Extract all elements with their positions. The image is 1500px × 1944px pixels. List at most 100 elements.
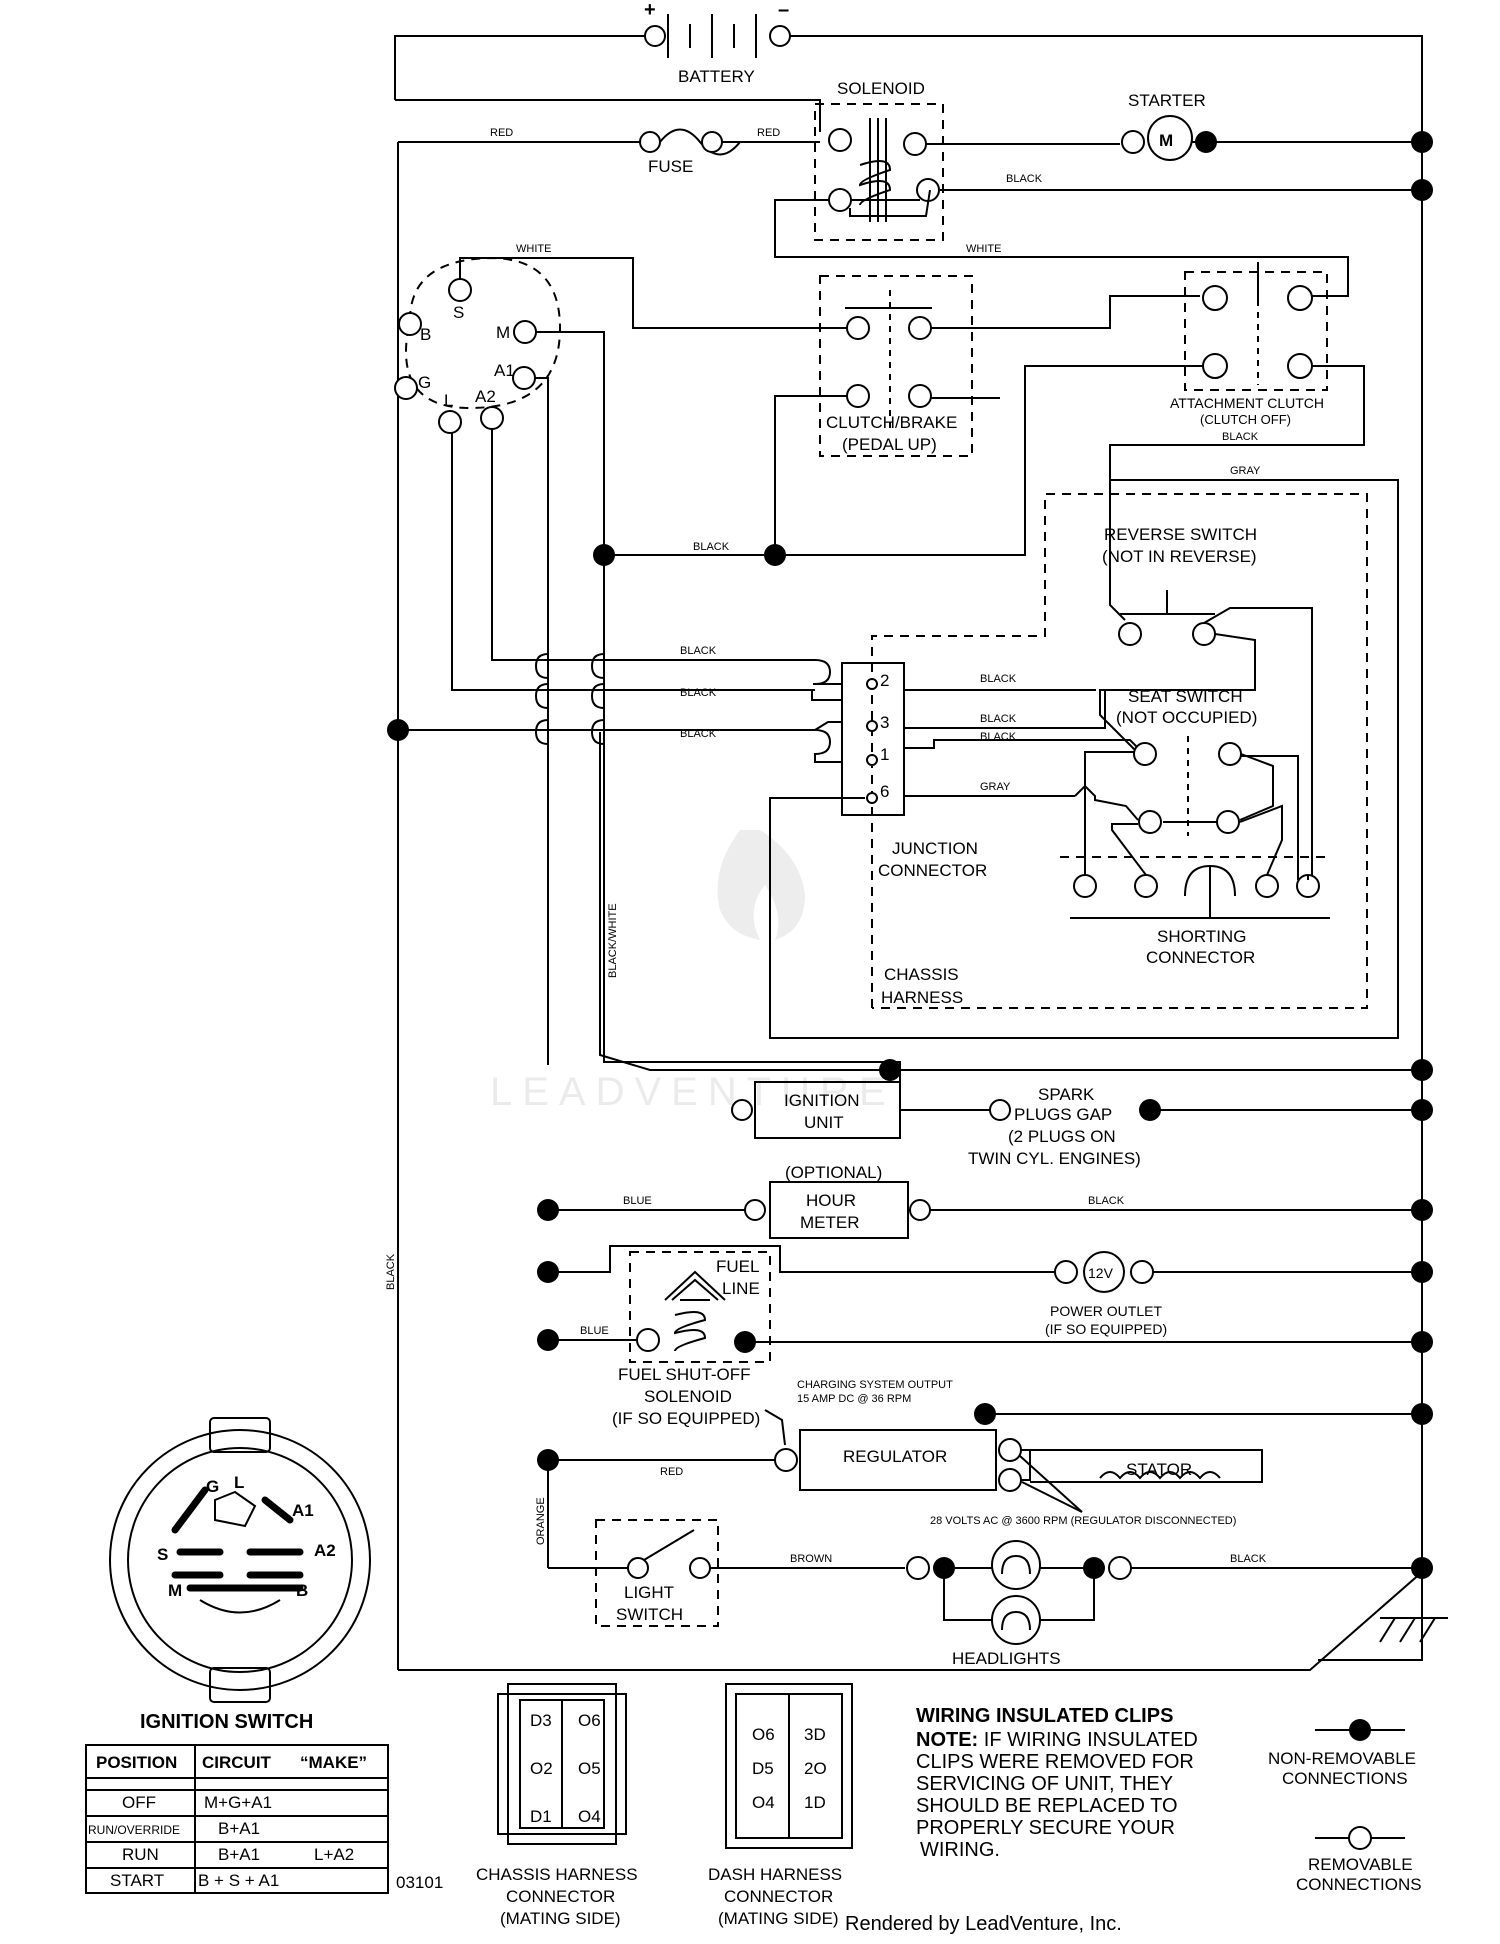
- wire-black-j3b: BLACK: [980, 713, 1017, 725]
- light-switch-sub: SWITCH: [616, 1605, 683, 1624]
- clutch-brake-label: CLUTCH/BRAKE: [826, 413, 957, 432]
- ign-terminal-b: B: [420, 325, 431, 344]
- clutch-brake-sub: (PEDAL UP): [842, 435, 937, 454]
- attachment-clutch-switch: BLACK ATTACHMENT CLUTCH (CLUTCH OFF): [775, 262, 1365, 621]
- junction-pin-3: 3: [880, 713, 889, 732]
- chassis-pin-4: O4: [578, 1807, 601, 1826]
- note-lead: NOTE:: [916, 1729, 978, 1751]
- wire-gray-label: GRAY: [1230, 465, 1261, 477]
- light-switch-label: LIGHT: [624, 1583, 674, 1602]
- ign-terminal-a2: A2: [475, 387, 496, 406]
- wire-brown: BROWN: [790, 1553, 832, 1565]
- icon-letter-l: L: [234, 1473, 244, 1492]
- hour-meter-sub: METER: [800, 1213, 860, 1232]
- shorting-label: SHORTING: [1157, 927, 1246, 946]
- table-header-circuit: CIRCUIT: [202, 1753, 272, 1772]
- fuse-label: FUSE: [648, 157, 693, 176]
- icon-letter-a2: A2: [314, 1541, 336, 1560]
- wire-black-j1b: BLACK: [980, 731, 1017, 743]
- note-line: PROPERLY SECURE YOUR: [916, 1817, 1175, 1839]
- wire-black-j3a: BLACK: [680, 687, 717, 699]
- ignition-switch-icon: G L A1 S A2 M B: [109, 1417, 371, 1703]
- chassis-conn-label: CHASSIS HARNESS: [476, 1865, 638, 1884]
- note-line: SHOULD BE REPLACED TO: [916, 1795, 1178, 1817]
- spark-note: (2 PLUGS ON: [1008, 1127, 1116, 1146]
- wire-black-j1a: BLACK: [680, 728, 717, 740]
- spark-label: SPARK: [1038, 1085, 1095, 1104]
- note-line: SERVICING OF UNIT, THEY: [916, 1773, 1173, 1795]
- wire-black-white: BLACK/WHITE: [607, 903, 619, 978]
- table-cell: RUN/OVERRIDE: [88, 1823, 180, 1837]
- regulator-stator: CHARGING SYSTEM OUTPUT 15 AMP DC @ 36 RP…: [537, 1379, 1433, 1527]
- chassis-pin-2: O2: [530, 1759, 553, 1778]
- wire-red-label-2: RED: [757, 127, 780, 139]
- dash-conn-note: (MATING SIDE): [718, 1909, 839, 1928]
- junction-label: JUNCTION: [892, 839, 978, 858]
- volts-label: 28 VOLTS AC @ 3600 RPM (REGULATOR DISCON…: [930, 1515, 1236, 1527]
- attachment-clutch-sub: (CLUTCH OFF): [1200, 412, 1291, 427]
- diagram-code: 03101: [396, 1873, 443, 1892]
- ign-terminal-l: L: [444, 391, 453, 410]
- legend-removable: REMOVABLE: [1308, 1855, 1413, 1874]
- seat-switch-label: SEAT SWITCH: [1128, 687, 1243, 706]
- wire-orange: ORANGE: [535, 1497, 547, 1545]
- icon-letter-a1: A1: [292, 1501, 314, 1520]
- fuel-and-power: 12V POWER OUTLET (IF SO EQUIPPED) FUEL L…: [537, 1245, 1433, 1428]
- reverse-switch-sub: (NOT IN REVERSE): [1102, 547, 1257, 566]
- seat-switch-sub: (NOT OCCUPIED): [1116, 708, 1257, 727]
- icon-letter-g: G: [206, 1477, 219, 1496]
- wire-red-reg: RED: [660, 1466, 683, 1478]
- watermark-text: LEADVENTURE: [490, 1070, 896, 1114]
- fuel-solenoid-sub: SOLENOID: [644, 1387, 732, 1406]
- junction-pin-2: 2: [880, 671, 889, 690]
- dash-pin-3: 3D: [804, 1725, 826, 1744]
- chassis-pin-5: O5: [578, 1759, 601, 1778]
- wire-white-2: WHITE: [966, 243, 1001, 255]
- chassis-sub: HARNESS: [881, 988, 963, 1007]
- table-cell: RUN: [122, 1845, 159, 1864]
- charging-label: CHARGING SYSTEM OUTPUT: [797, 1379, 953, 1391]
- icon-letter-m: M: [168, 1581, 182, 1600]
- battery-minus: –: [778, 0, 789, 21]
- ign-terminal-m: M: [496, 323, 510, 342]
- table-cell: OFF: [122, 1793, 156, 1812]
- dash-pin-6: O6: [752, 1725, 775, 1744]
- power-outlet-symbol: 12V: [1088, 1265, 1114, 1281]
- chassis-label: CHASSIS: [884, 965, 959, 984]
- junction-sub: CONNECTOR: [878, 861, 987, 880]
- hour-meter-label: HOUR: [806, 1191, 856, 1210]
- chassis-harness: CHASSIS HARNESS: [871, 493, 1368, 1009]
- dash-pin-5: D5: [752, 1759, 774, 1778]
- table-cell: L+A2: [314, 1845, 354, 1864]
- dash-harness-connector: O6 3D D5 2O O4 1D DASH HARNESS CONNECTOR…: [708, 1683, 853, 1928]
- reverse-switch-label: REVERSE SWITCH: [1104, 525, 1257, 544]
- chassis-pin-6: O6: [578, 1711, 601, 1730]
- battery: + – BATTERY: [644, 0, 791, 86]
- table-cell: M+G+A1: [204, 1793, 272, 1812]
- chassis-conn-note: (MATING SIDE): [500, 1909, 621, 1928]
- table-cell: START: [110, 1871, 164, 1890]
- power-outlet-label: POWER OUTLET: [1050, 1303, 1162, 1319]
- icon-letter-s: S: [157, 1545, 168, 1564]
- wire-blue-hour: BLUE: [623, 1195, 652, 1207]
- chassis-pin-d3: D3: [530, 1711, 552, 1730]
- battery-label: BATTERY: [678, 67, 755, 86]
- fuel-line-label: FUEL: [716, 1257, 759, 1276]
- icon-letter-b: B: [296, 1581, 308, 1600]
- dash-pin-4: O4: [752, 1793, 775, 1812]
- reverse-switch: REVERSE SWITCH (NOT IN REVERSE): [1099, 525, 1313, 880]
- ignition-switch-terminals: S B M A1 G L A2 WHITE: [387, 243, 901, 1104]
- clutch-brake-switch: CLUTCH/BRAKE (PEDAL UP): [774, 275, 1200, 555]
- fuel-line-sub: LINE: [722, 1279, 760, 1298]
- legend: NON-REMOVABLE CONNECTIONS REMOVABLE CONN…: [1268, 1719, 1422, 1894]
- ignition-unit-sub: UNIT: [804, 1113, 844, 1132]
- starter-symbol: M: [1159, 131, 1173, 150]
- watermark: LEADVENTURE: [490, 830, 896, 1114]
- spark-gap: PLUGS GAP: [1014, 1105, 1112, 1124]
- fuse: RED RED FUSE: [398, 127, 820, 176]
- ignition-table: POSITION CIRCUIT “MAKE” OFF M+G+A1 RUN/O…: [85, 1744, 389, 1894]
- svg-text:NOTE: IF WIRING INSULATED: NOTE: IF WIRING INSULATED: [916, 1729, 1198, 1751]
- note-line: CLIPS WERE REMOVED FOR: [916, 1751, 1194, 1773]
- note-line: IF WIRING INSULATED: [978, 1729, 1198, 1751]
